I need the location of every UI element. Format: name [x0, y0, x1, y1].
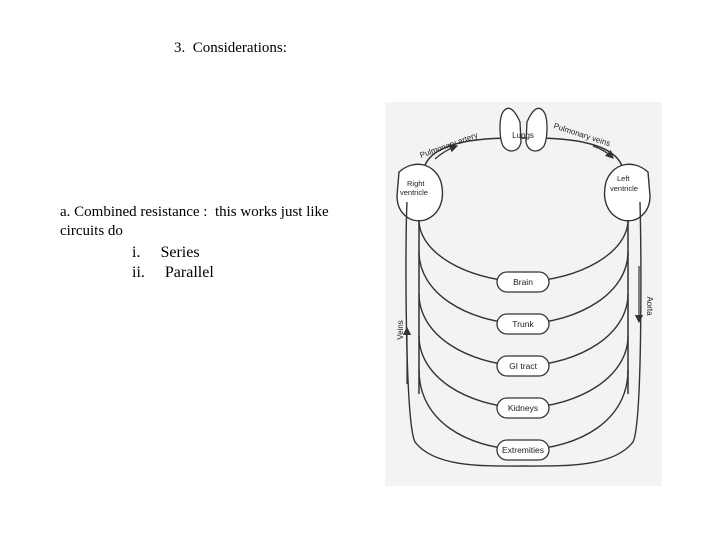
organ-box-kidneys [496, 397, 550, 419]
list-text: Parallel [164, 264, 214, 281]
left-ventricle-shape [603, 163, 651, 222]
veins-label: Veins [396, 320, 405, 340]
pulmonary-vein-arrow [592, 145, 614, 159]
left-ventricle-label-2: ventricle [610, 184, 638, 193]
lungs-icon [499, 107, 548, 152]
slide-title: 3. Considerations: [174, 40, 287, 56]
lungs-label: Lungs [512, 131, 534, 140]
organ-label-kidneys: Kidneys [508, 403, 538, 413]
organ-box-extremities [496, 439, 550, 461]
organ-label-brain: Brain [513, 277, 533, 287]
organ-box-gi [496, 355, 550, 377]
organ-box-brain [496, 271, 550, 293]
organ-label-extremities: Extremities [502, 445, 544, 455]
circulation-diagram: Brain Trunk GI tract Kidneys Extremities… [385, 102, 662, 486]
body-text: a. Combined resistance : this works just… [60, 203, 360, 241]
organ-label-gi: GI tract [509, 361, 538, 371]
organ-box-trunk [496, 313, 550, 335]
body-line-1: a. Combined resistance : this works just… [60, 204, 329, 220]
right-ventricle-label-2: ventricle [400, 188, 428, 197]
list-item-parallel: ii. Parallel [132, 264, 214, 282]
left-ventricle-label-1: Left [617, 174, 630, 183]
list-marker: i. [132, 244, 141, 261]
aorta-label: Aorta [645, 296, 654, 316]
organ-label-trunk: Trunk [512, 319, 534, 329]
list-item-series: i. Series [132, 244, 200, 262]
pulmonary-artery-label: Pulmonary artery [419, 131, 479, 160]
loop-outer [405, 201, 642, 467]
list-text: Series [160, 244, 200, 261]
right-ventricle-label-1: Right [407, 179, 425, 188]
list-marker: ii. [132, 264, 145, 281]
right-ventricle-shape [396, 163, 444, 222]
pulmonary-loop [422, 137, 625, 175]
pulmonary-artery-arrow [434, 144, 459, 160]
body-line-2: circuits do [60, 223, 123, 239]
pulmonary-veins-label: Pulmonary veins [552, 121, 611, 148]
